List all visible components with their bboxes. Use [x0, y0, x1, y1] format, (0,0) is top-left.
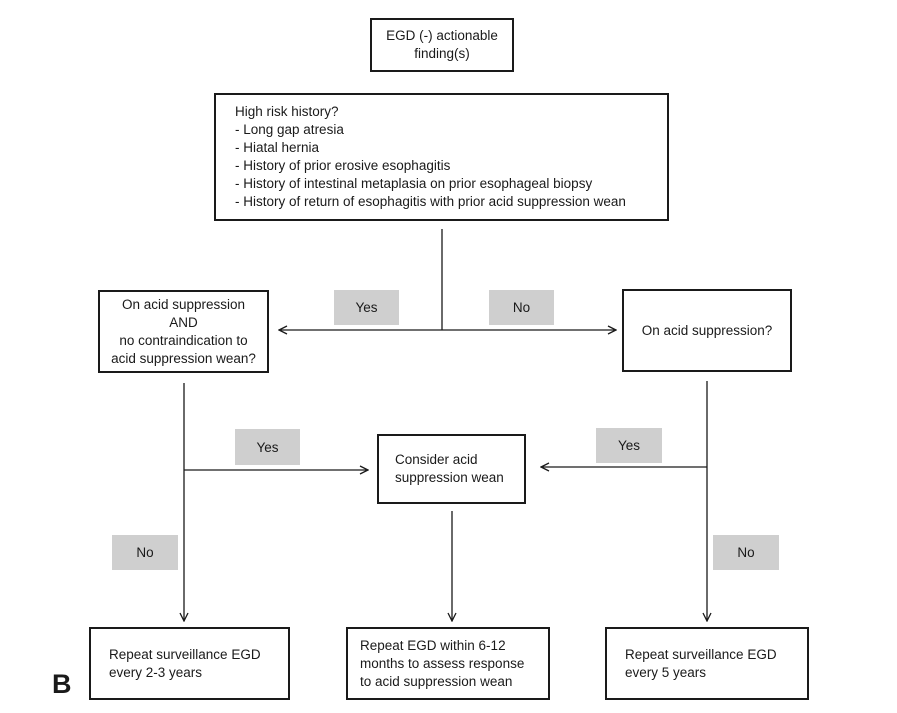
outcome-center-line: months to assess response — [360, 655, 525, 671]
label-right-yes: Yes — [596, 428, 662, 463]
right-question-line: On acid suppression? — [641, 322, 773, 338]
outcome-right-box: Repeat surveillance EGD every 5 years — [605, 627, 809, 700]
consider-box: Consider acid suppression wean — [377, 434, 526, 504]
start-box: EGD (-) actionable finding(s) — [370, 18, 514, 72]
risk-history-title: High risk history? — [235, 104, 339, 119]
panel-label: B — [52, 669, 72, 699]
left-question-line: AND — [169, 314, 198, 330]
left-question-line: acid suppression wean? — [111, 350, 256, 366]
risk-item: - History of intestinal metaplasia on pr… — [235, 176, 593, 191]
risk-item: - History of return of esophagitis with … — [235, 194, 626, 209]
label-left-yes: Yes — [235, 429, 300, 465]
outcome-right-line: Repeat surveillance EGD — [625, 646, 777, 662]
label-risk-yes: Yes — [334, 290, 399, 325]
label-risk-no: No — [489, 290, 554, 325]
left-question-line: On acid suppression — [121, 296, 246, 312]
left-question-box: On acid suppression AND no contraindicat… — [98, 290, 269, 373]
risk-history-box: High risk history? - Long gap atresia - … — [214, 93, 669, 221]
right-question-box: On acid suppression? — [622, 289, 792, 372]
outcome-center-line: to acid suppression wean — [360, 673, 513, 689]
outcome-left-box: Repeat surveillance EGD every 2-3 years — [89, 627, 290, 700]
risk-item: - History of prior erosive esophagitis — [235, 158, 451, 173]
outcome-right-line: every 5 years — [625, 664, 707, 680]
label-right-no: No — [713, 535, 779, 570]
risk-item: - Hiatal hernia — [235, 140, 320, 155]
consider-line: Consider acid — [395, 452, 478, 467]
outcome-left-line: Repeat surveillance EGD — [109, 646, 261, 662]
start-line: finding(s) — [414, 46, 470, 61]
risk-item: - Long gap atresia — [235, 122, 344, 137]
consider-line: suppression wean — [395, 470, 504, 485]
outcome-left-line: every 2-3 years — [109, 664, 203, 680]
label-left-no: No — [112, 535, 178, 570]
start-line: EGD (-) actionable — [386, 28, 498, 43]
outcome-center-box: Repeat EGD within 6-12 months to assess … — [346, 627, 550, 700]
outcome-center-line: Repeat EGD within 6-12 — [360, 637, 506, 653]
left-question-line: no contraindication to — [119, 332, 248, 348]
